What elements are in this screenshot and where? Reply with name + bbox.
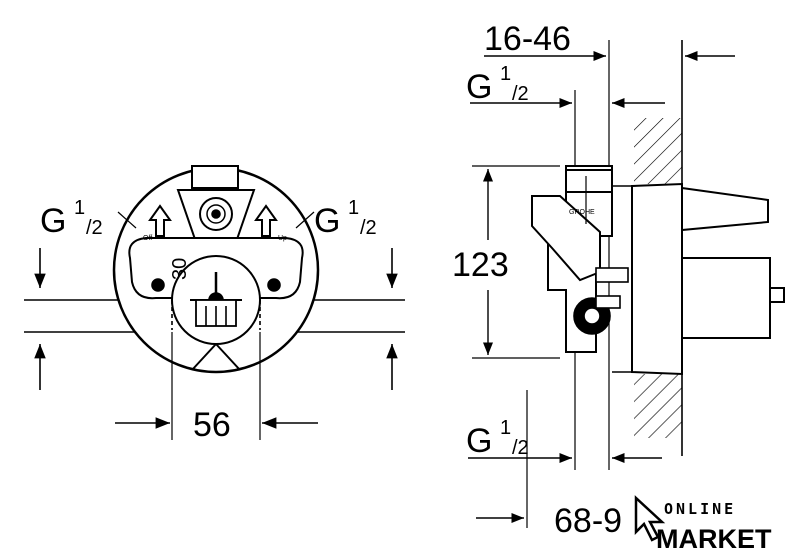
mounting-hole-right [267,278,281,292]
side-view [468,40,785,528]
online-market-watermark: ONLINE MARKET [634,495,772,554]
svg-text:G: G [314,202,340,240]
front-thread-left-label: G 1 /2 [40,197,103,240]
front-view [24,165,405,440]
angle-label: 30 [169,258,191,280]
flow-arrow-right [254,204,278,237]
svg-text:/2: /2 [512,83,529,105]
svg-text:G: G [40,202,66,240]
svg-text:G: G [466,422,492,460]
handle-body-side [681,257,771,339]
svg-text:/2: /2 [86,217,103,239]
top-housing [191,165,239,189]
lever-side [681,186,769,232]
wall-hatch-top [634,118,682,184]
svg-text:MARKET: MARKET [656,524,772,554]
valve-arm [531,195,601,282]
depth-range-bottom-label: 68-9 [554,502,622,540]
height-label: 123 [452,246,509,284]
cover-plate-side [631,182,683,376]
svg-text:1: 1 [348,197,359,219]
svg-text:1: 1 [500,63,511,85]
flow-arrow-left [148,204,172,237]
label-up: Up [278,235,287,242]
label-off: Off [143,235,152,242]
body-logo-label: GROHE [569,209,595,216]
cursor-icon [634,495,666,542]
svg-text:1: 1 [500,417,511,439]
svg-text:1: 1 [74,197,85,219]
mounting-hole-left [151,278,165,292]
svg-text:G: G [466,68,492,106]
side-thread-top-label: G 1 /2 [466,63,529,106]
svg-text:/2: /2 [512,437,529,459]
svg-text:/2: /2 [360,217,377,239]
side-thread-bottom-label: G 1 /2 [466,417,529,460]
svg-text:ONLINE: ONLINE [664,500,736,518]
front-thread-right-label: G 1 /2 [314,197,377,240]
depth-range-top-label: 16-46 [484,20,571,58]
wall-hatch-bottom [634,374,682,438]
front-width-label: 56 [193,406,231,444]
